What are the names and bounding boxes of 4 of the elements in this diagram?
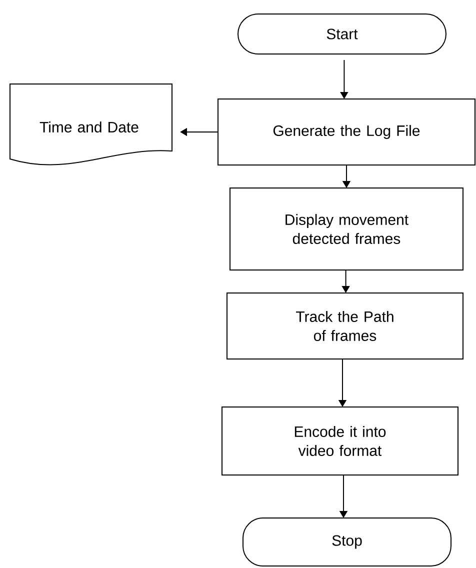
process-box: Display movement detected frames bbox=[230, 188, 464, 270]
process-box: Generate the Log File bbox=[218, 98, 476, 166]
process-box: Track the Path of frames bbox=[226, 292, 464, 360]
process-box: Encode it into video format bbox=[222, 406, 458, 476]
